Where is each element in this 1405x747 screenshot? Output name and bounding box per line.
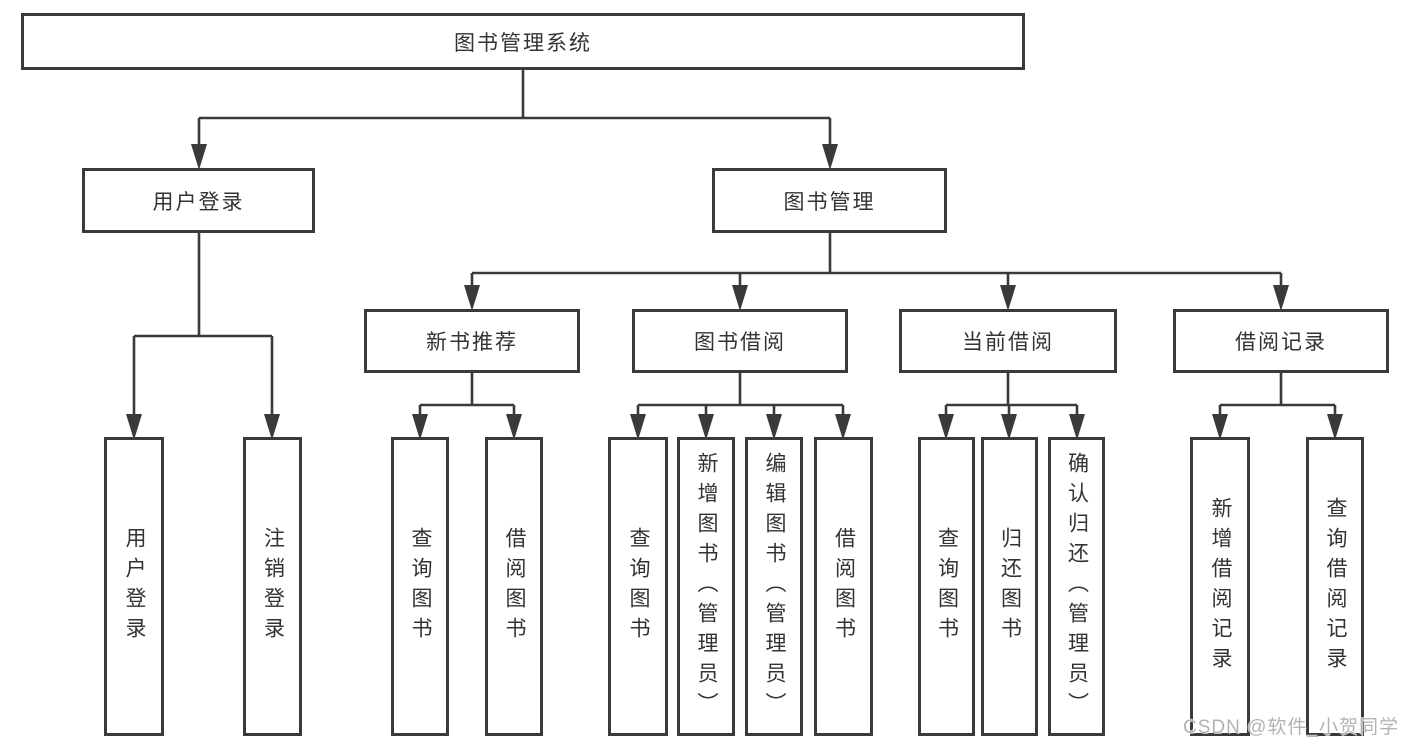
leaf-br-add-record: 新增借阅记录 — [1190, 437, 1250, 736]
connector-new-book-subtree — [418, 373, 516, 416]
node-book-management: 图书管理 — [712, 168, 947, 233]
leaf-cb-confirm-return-admin-label: 确认归还（管理员） — [1065, 451, 1089, 722]
connector-root-to-level2 — [197, 70, 832, 146]
node-root-system-label: 图书管理系统 — [454, 31, 592, 55]
leaf-logout: 注销登录 — [243, 437, 302, 736]
leaf-bb-borrow-book: 借阅图书 — [814, 437, 873, 736]
node-new-book-recommend: 新书推荐 — [364, 309, 580, 373]
arrow-down-icon — [126, 414, 142, 440]
leaf-cb-return-book: 归还图书 — [981, 437, 1038, 736]
node-new-book-recommend-label: 新书推荐 — [426, 331, 518, 354]
connector-book-mgmt-to-level3 — [470, 233, 1283, 287]
arrow-down-icon — [264, 414, 280, 440]
connector-current-borrow-subtree — [944, 373, 1079, 416]
node-borrow-records: 借阅记录 — [1173, 309, 1389, 373]
arrow-down-icon — [1000, 285, 1016, 311]
arrow-down-icon — [506, 414, 522, 440]
node-current-borrow: 当前借阅 — [899, 309, 1117, 373]
node-root-system: 图书管理系统 — [21, 13, 1025, 70]
node-user-login: 用户登录 — [82, 168, 315, 233]
leaf-bb-add-book-admin-label: 新增图书（管理员） — [695, 451, 718, 722]
arrow-down-icon — [630, 414, 646, 440]
connector-borrow-records-subtree — [1218, 373, 1337, 416]
connector-book-borrow-subtree — [636, 373, 845, 416]
node-user-login-label: 用户登录 — [152, 190, 245, 214]
leaf-cb-return-book-label: 归还图书 — [998, 526, 1022, 647]
arrow-down-icon — [766, 414, 782, 440]
arrow-down-icon — [1069, 414, 1085, 440]
leaf-bb-add-book-admin: 新增图书（管理员） — [677, 437, 735, 736]
leaf-rec-query-book-label: 查询图书 — [409, 526, 432, 647]
leaf-user-login: 用户登录 — [104, 437, 164, 736]
arrow-down-icon — [412, 414, 428, 440]
leaf-cb-query-book-label: 查询图书 — [935, 526, 959, 647]
arrow-down-icon — [1001, 414, 1017, 440]
leaf-br-add-record-label: 新增借阅记录 — [1209, 496, 1232, 677]
connector-user-login-subtree — [132, 233, 274, 416]
arrow-down-icon — [698, 414, 714, 440]
node-book-management-label: 图书管理 — [783, 190, 876, 214]
leaf-logout-label: 注销登录 — [261, 526, 285, 647]
arrow-down-icon — [732, 285, 748, 311]
leaf-br-query-record-label: 查询借阅记录 — [1324, 496, 1347, 677]
arrow-down-icon — [191, 144, 207, 170]
leaf-rec-borrow-book: 借阅图书 — [485, 437, 543, 736]
arrow-down-icon — [464, 285, 480, 311]
node-book-borrow-label: 图书借阅 — [694, 331, 786, 354]
arrow-down-icon — [822, 144, 838, 170]
leaf-bb-edit-book-admin-label: 编辑图书（管理员） — [763, 451, 786, 722]
leaf-rec-query-book: 查询图书 — [391, 437, 449, 736]
arrow-down-icon — [1273, 285, 1289, 311]
leaf-bb-query-book: 查询图书 — [608, 437, 668, 736]
leaf-bb-edit-book-admin: 编辑图书（管理员） — [745, 437, 803, 736]
leaf-cb-confirm-return-admin: 确认归还（管理员） — [1048, 437, 1105, 736]
leaf-rec-borrow-book-label: 借阅图书 — [503, 526, 526, 647]
leaf-user-login-label: 用户登录 — [123, 526, 146, 647]
arrow-down-icon — [938, 414, 954, 440]
arrow-down-icon — [1327, 414, 1343, 440]
leaf-br-query-record: 查询借阅记录 — [1306, 437, 1364, 736]
node-current-borrow-label: 当前借阅 — [962, 331, 1054, 354]
leaf-bb-query-book-label: 查询图书 — [627, 526, 650, 647]
leaf-bb-borrow-book-label: 借阅图书 — [832, 526, 856, 647]
watermark-text: CSDN @软件_小贺同学 — [1183, 717, 1399, 738]
node-borrow-records-label: 借阅记录 — [1235, 331, 1327, 354]
arrow-down-icon — [1212, 414, 1228, 440]
node-book-borrow: 图书借阅 — [632, 309, 848, 373]
arrow-down-icon — [835, 414, 851, 440]
leaf-cb-query-book: 查询图书 — [918, 437, 975, 736]
